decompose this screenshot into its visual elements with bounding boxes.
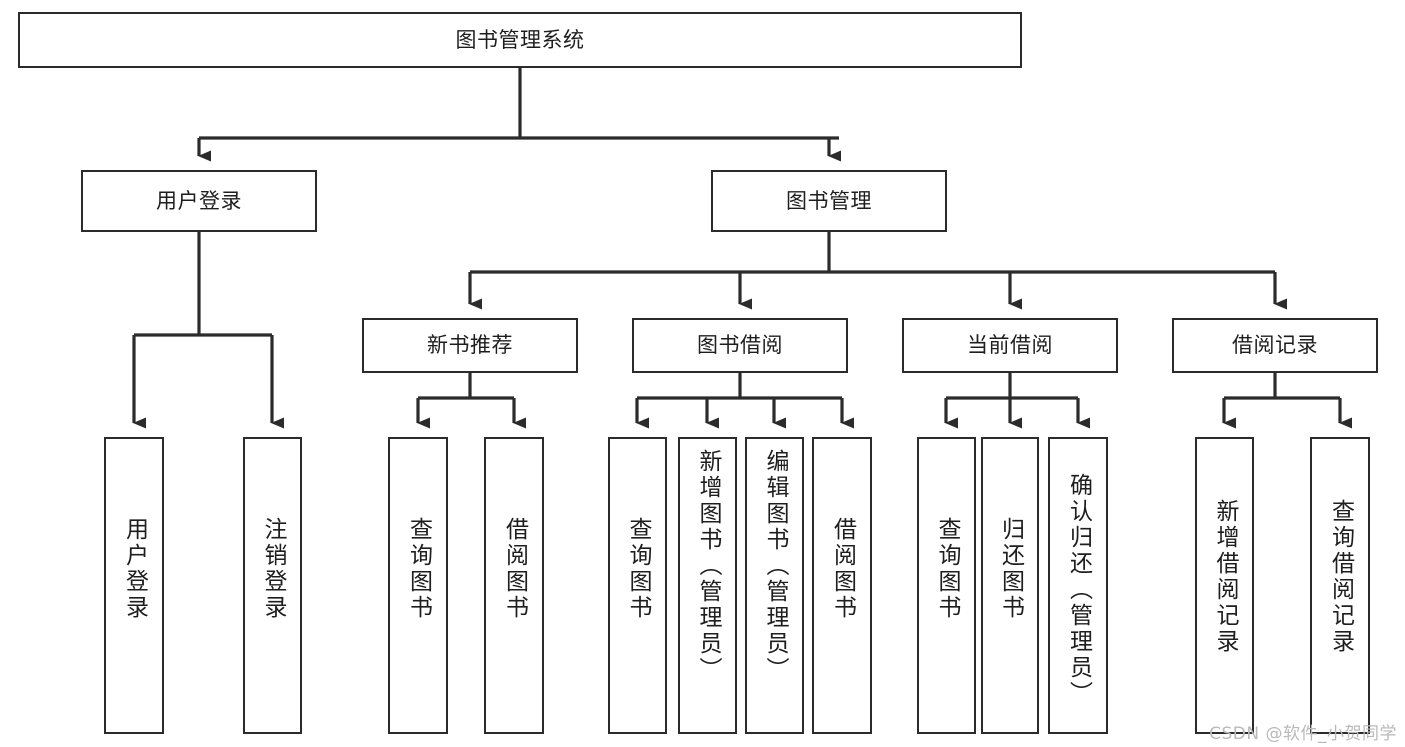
leaf-query-borrow-record[interactable]: 查询借阅记录 bbox=[1310, 437, 1370, 734]
node-label: 编辑图书（管理员） bbox=[762, 449, 788, 683]
node-label: 新增借阅记录 bbox=[1212, 499, 1238, 655]
node-new-book-recommendation[interactable]: 新书推荐 bbox=[362, 318, 578, 373]
leaf-query-book-borrow[interactable]: 查询图书 bbox=[608, 437, 667, 734]
node-book-management[interactable]: 图书管理 bbox=[711, 170, 947, 232]
node-label: 图书管理系统 bbox=[455, 27, 585, 52]
leaf-edit-book-admin[interactable]: 编辑图书（管理员） bbox=[745, 437, 804, 734]
leaf-borrow-book-recommend[interactable]: 借阅图书 bbox=[484, 437, 544, 734]
node-label: 归还图书 bbox=[997, 517, 1024, 621]
node-label: 查询借阅记录 bbox=[1327, 499, 1354, 655]
leaf-add-borrow-record[interactable]: 新增借阅记录 bbox=[1195, 437, 1254, 734]
node-label: 新增图书（管理员） bbox=[695, 449, 721, 683]
node-label: 注销登录 bbox=[260, 517, 286, 621]
leaf-add-book-admin[interactable]: 新增图书（管理员） bbox=[678, 437, 737, 734]
leaf-query-book-current[interactable]: 查询图书 bbox=[917, 437, 976, 734]
leaf-borrow-book-borrow[interactable]: 借阅图书 bbox=[812, 437, 872, 734]
node-current-borrow[interactable]: 当前借阅 bbox=[902, 318, 1118, 373]
node-root-system[interactable]: 图书管理系统 bbox=[18, 12, 1022, 68]
node-label: 图书管理 bbox=[786, 188, 872, 213]
node-borrow-record[interactable]: 借阅记录 bbox=[1172, 318, 1378, 373]
leaf-logout-login[interactable]: 注销登录 bbox=[243, 437, 302, 734]
node-label: 查询图书 bbox=[405, 517, 432, 621]
leaf-user-login[interactable]: 用户登录 bbox=[104, 437, 164, 734]
node-label: 确认归还（管理员） bbox=[1065, 473, 1092, 707]
node-label: 用户登录 bbox=[121, 517, 148, 621]
node-label: 图书借阅 bbox=[697, 333, 783, 358]
node-label: 查询图书 bbox=[934, 517, 960, 621]
node-label: 用户登录 bbox=[156, 188, 242, 213]
node-label: 借阅记录 bbox=[1232, 333, 1318, 358]
node-label: 借阅图书 bbox=[501, 517, 528, 621]
node-user-login[interactable]: 用户登录 bbox=[81, 170, 317, 232]
node-label: 当前借阅 bbox=[967, 333, 1053, 358]
leaf-query-book-recommend[interactable]: 查询图书 bbox=[388, 437, 448, 734]
node-label: 新书推荐 bbox=[427, 333, 513, 358]
node-book-borrow[interactable]: 图书借阅 bbox=[632, 318, 848, 373]
node-label: 查询图书 bbox=[625, 517, 651, 621]
leaf-return-book[interactable]: 归还图书 bbox=[981, 437, 1039, 734]
node-label: 借阅图书 bbox=[829, 517, 856, 621]
watermark-text: CSDN @软件_小贺同学 bbox=[1209, 724, 1397, 744]
leaf-confirm-return-admin[interactable]: 确认归还（管理员） bbox=[1048, 437, 1108, 734]
